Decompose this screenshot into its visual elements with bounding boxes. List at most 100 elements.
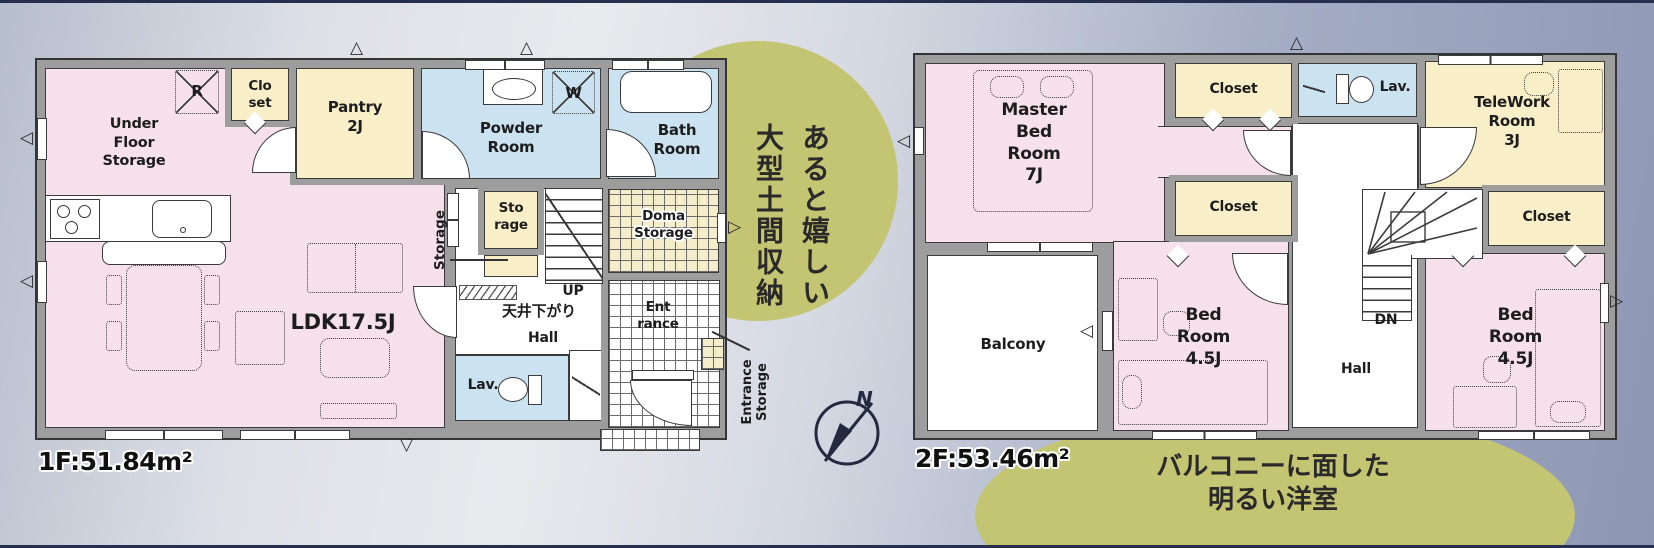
window xyxy=(1152,431,1257,440)
kitchen-island xyxy=(102,241,226,265)
label-down: DN xyxy=(1374,312,1398,328)
coffee-table xyxy=(320,338,390,378)
entrance-porch xyxy=(600,429,700,451)
window xyxy=(1438,55,1543,65)
window xyxy=(1478,431,1590,440)
dining-chair xyxy=(106,321,122,351)
label-closet-east: Closet xyxy=(1522,209,1571,225)
label-powder-room: Powder Room xyxy=(479,119,543,157)
window xyxy=(37,118,47,160)
label-ldk: LDK17.5J xyxy=(290,310,396,334)
pillow xyxy=(1122,375,1142,409)
label-master-bedroom: Master Bed Room 7J xyxy=(1001,100,1067,186)
front-door-leaf xyxy=(632,370,694,380)
label-closet-middle: Closet xyxy=(1209,199,1258,215)
window xyxy=(105,430,223,440)
room-entrance xyxy=(608,280,720,428)
door-arc-ldk xyxy=(413,286,457,338)
lav-door-line xyxy=(1303,65,1325,113)
label-under-floor-storage: Under Floor Storage xyxy=(102,116,166,170)
label-telework: TeleWork Room 3J xyxy=(1474,93,1550,150)
washer-box xyxy=(552,71,595,114)
callout-1f-text: あると嬉しい 大型土間収納 xyxy=(742,123,834,323)
label-hall-2f: Hall xyxy=(1341,361,1371,377)
vent-triangle-icon: ◁ xyxy=(20,271,34,291)
pillow xyxy=(990,76,1024,98)
burner xyxy=(57,205,70,218)
toilet-tank xyxy=(1336,74,1349,104)
window xyxy=(612,60,684,70)
drain xyxy=(180,227,186,233)
dining-chair xyxy=(106,275,122,305)
dining-table xyxy=(126,265,202,371)
vent-triangle-icon: ◁ xyxy=(1080,321,1094,341)
label-balcony: Balcony xyxy=(980,335,1046,353)
vent-triangle-icon: ▷ xyxy=(728,217,742,237)
stairs-1f xyxy=(545,188,603,284)
room-closet-middle xyxy=(1169,175,1298,242)
vent-triangle-icon: ◁ xyxy=(20,128,34,148)
burner xyxy=(65,221,78,234)
label-storage-small: Sto rage xyxy=(494,200,528,234)
stairs-2f-run xyxy=(1362,255,1412,321)
vent-triangle-icon: ◁ xyxy=(897,131,911,151)
callout-1f-line1: あると嬉しい xyxy=(798,123,831,309)
vent-triangle-icon: △ xyxy=(1290,33,1304,53)
window xyxy=(465,60,545,70)
bathtub xyxy=(620,71,712,113)
label-lav-1f: Lav. xyxy=(467,377,499,393)
bedroom-east-chair xyxy=(1483,356,1511,383)
vanity xyxy=(483,69,543,105)
label-up: UP xyxy=(562,283,584,299)
toilet-tank xyxy=(528,375,542,405)
ceiling-drop-hatch xyxy=(459,285,517,300)
step-line xyxy=(572,355,600,417)
bedroom-east-desk xyxy=(1453,386,1517,428)
room-telework xyxy=(1419,55,1611,194)
label-pantry: Pantry 2J xyxy=(327,98,383,136)
label-storage-side: Storage xyxy=(432,209,448,271)
callout-2f-text: バルコニーに面した 明るい洋室 xyxy=(1156,452,1390,515)
bifold-door-storage xyxy=(447,193,459,220)
vanity-bowl xyxy=(492,78,536,100)
label-bedroom-west: Bed Room 4.5J xyxy=(1176,305,1231,369)
window xyxy=(1600,283,1609,323)
compass-icon xyxy=(814,400,880,466)
vent-triangle-icon: △ xyxy=(520,38,534,58)
tv-board xyxy=(320,403,397,419)
window xyxy=(987,242,1093,252)
window xyxy=(717,213,726,243)
vent-triangle-icon: ▷ xyxy=(1610,291,1624,311)
label-bedroom-east: Bed Room 4.5J xyxy=(1488,305,1543,369)
compass-north-label: N xyxy=(856,387,873,411)
room-closet-east xyxy=(1482,185,1611,252)
burner xyxy=(78,205,91,218)
floor2-area-label: 2F:53.46m² xyxy=(915,444,1070,473)
window xyxy=(240,430,350,440)
pointer-line xyxy=(450,259,508,261)
telework-desk xyxy=(1558,69,1603,133)
window xyxy=(1102,311,1113,351)
dining-chair xyxy=(204,321,220,351)
label-bath-room: Bath Room xyxy=(653,121,701,159)
wall-hall-doma xyxy=(601,188,608,428)
bifold-door-storage xyxy=(447,220,459,247)
window xyxy=(37,261,47,303)
label-hall-1f: Hall xyxy=(528,330,558,346)
master-bed xyxy=(973,70,1093,212)
pillow xyxy=(1550,401,1586,423)
telework-chair xyxy=(1524,72,1554,96)
bedroom-west-chair xyxy=(1163,311,1190,336)
bedroom-east-bed xyxy=(1535,289,1601,427)
room-storage-small xyxy=(478,185,544,255)
vent-triangle-icon: △ xyxy=(350,38,364,58)
window xyxy=(914,127,924,155)
label-entrance: Ent rance xyxy=(637,299,679,333)
label-washer: W xyxy=(565,84,582,102)
room-closet-north xyxy=(1169,57,1298,124)
label-fridge: R xyxy=(191,82,203,100)
entrance-storage-niche xyxy=(701,338,724,370)
label-closet-1f: Clo set xyxy=(248,78,272,112)
label-lav-2f: Lav. xyxy=(1379,79,1411,95)
